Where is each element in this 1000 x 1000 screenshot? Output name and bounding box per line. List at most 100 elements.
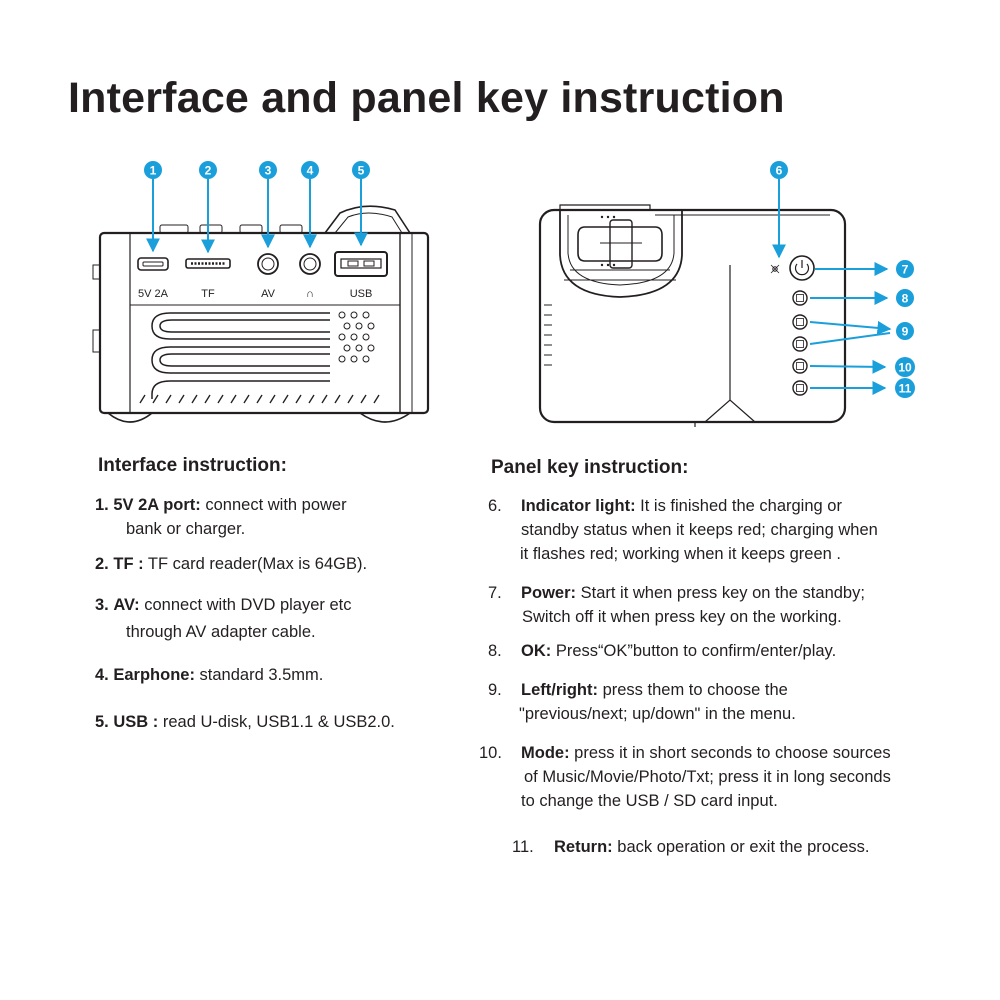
item-number: 8. bbox=[488, 642, 502, 660]
port-label-earphone: ∩ bbox=[306, 288, 314, 300]
callout-10: 10 bbox=[809, 357, 915, 377]
side-ports-diagram: 5V 2A TF AV ∩ USB 1 2 3 4 5 bbox=[92, 161, 430, 423]
item-text: back operation or exit the process. bbox=[617, 838, 870, 856]
vent-line bbox=[139, 394, 146, 404]
item-term: Return: bbox=[554, 838, 613, 856]
speaker-hole bbox=[343, 322, 351, 330]
callout-3: 3 bbox=[259, 161, 277, 249]
item-term: Earphone: bbox=[113, 666, 195, 684]
interface-item-2: 2. TF : TF card reader(Max is 64GB). bbox=[95, 552, 367, 576]
item-term: Mode: bbox=[521, 744, 570, 762]
speaker-hole bbox=[362, 355, 370, 363]
vent-slots bbox=[151, 312, 330, 399]
callout-11: 11 bbox=[810, 378, 915, 398]
callout-8: 8 bbox=[810, 289, 914, 307]
panel-item-8: 8.OK: Press“OK”button to confirm/enter/p… bbox=[488, 639, 836, 663]
vent-line bbox=[256, 394, 263, 404]
speaker-hole bbox=[343, 344, 351, 352]
callout-2: 2 bbox=[199, 161, 217, 254]
callout-number: 5 bbox=[358, 164, 365, 178]
panel-item-9: 9.Left/right: press them to choose the "… bbox=[488, 678, 796, 726]
item-term: Left/right: bbox=[521, 681, 598, 699]
item-term: Indicator light: bbox=[521, 497, 636, 515]
item-number: 4. bbox=[95, 666, 109, 684]
interface-heading: Interface instruction: bbox=[98, 455, 287, 476]
callout-number: 9 bbox=[902, 325, 909, 339]
vent-line bbox=[217, 394, 224, 404]
callout-number: 2 bbox=[205, 164, 212, 178]
item-term: OK: bbox=[521, 642, 552, 660]
port-label-5v2a: 5V 2A bbox=[138, 288, 169, 300]
item-number: 5. bbox=[95, 713, 109, 731]
callout-6: 6 bbox=[770, 161, 788, 259]
item-text: It is finished the charging or bbox=[640, 497, 842, 515]
speaker-hole bbox=[355, 344, 363, 352]
speaker-hole bbox=[355, 322, 363, 330]
item-number: 3. bbox=[95, 596, 109, 614]
callout-number: 6 bbox=[776, 164, 783, 178]
callout-4: 4 bbox=[301, 161, 319, 249]
item-text: bank or charger. bbox=[126, 520, 246, 538]
port-label-tf: TF bbox=[201, 288, 215, 300]
interface-item-3: 3. AV: connect with DVD player etc throu… bbox=[95, 593, 352, 644]
bottom-vents bbox=[139, 394, 380, 404]
panel-heading: Panel key instruction: bbox=[491, 457, 689, 478]
speaker-hole bbox=[362, 311, 370, 319]
item-number: 11. bbox=[512, 838, 534, 856]
vent-line bbox=[373, 394, 380, 404]
interface-item-1: 1. 5V 2A port: connect with power bank o… bbox=[95, 493, 347, 541]
callout-number: 3 bbox=[265, 164, 272, 178]
item-text: connect with power bbox=[205, 496, 347, 514]
interface-item-4: 4. Earphone: standard 3.5mm. bbox=[95, 663, 323, 687]
item-text: TF card reader(Max is 64GB). bbox=[147, 555, 368, 573]
panel-item-7: 7.Power: Start it when press key on the … bbox=[488, 581, 865, 629]
panel-item-6: 6. Indicator light: It is finished the ch… bbox=[488, 494, 878, 566]
callout-number: 10 bbox=[898, 361, 912, 375]
item-number: 2. bbox=[95, 555, 109, 573]
item-number: 1. bbox=[95, 496, 109, 514]
item-term: AV: bbox=[113, 596, 140, 614]
vent-line bbox=[282, 394, 289, 404]
item-term: USB : bbox=[113, 713, 159, 731]
left-button bbox=[792, 336, 808, 352]
page-title: Interface and panel key instruction bbox=[68, 74, 785, 122]
vent-line bbox=[295, 394, 302, 404]
port-label-usb: USB bbox=[350, 288, 373, 300]
callout-number: 1 bbox=[150, 164, 157, 178]
vent-line bbox=[347, 394, 354, 404]
panel-keys-diagram: 6 7 8 9 10 11 bbox=[538, 161, 915, 427]
speaker-hole bbox=[338, 333, 346, 341]
speaker-hole bbox=[362, 333, 370, 341]
vent-line bbox=[308, 394, 315, 404]
callout-number: 4 bbox=[307, 164, 314, 178]
item-text: to change the USB / SD card input. bbox=[521, 792, 778, 810]
item-text: through AV adapter cable. bbox=[126, 623, 316, 641]
return-button bbox=[792, 380, 808, 396]
speaker-hole bbox=[350, 311, 358, 319]
item-number: 7. bbox=[488, 584, 502, 602]
item-term: 5V 2A port: bbox=[113, 496, 201, 514]
projector-side-body bbox=[92, 205, 430, 423]
vent-line bbox=[178, 394, 185, 404]
vent-line bbox=[152, 394, 159, 404]
vent-line bbox=[269, 394, 276, 404]
power-button bbox=[789, 255, 815, 281]
callout-7: 7 bbox=[815, 260, 914, 278]
speaker-hole bbox=[338, 311, 346, 319]
item-text: press it in short seconds to choose sour… bbox=[574, 744, 891, 762]
callout-number: 11 bbox=[899, 382, 912, 396]
speaker-hole bbox=[367, 344, 375, 352]
port-label-av: AV bbox=[261, 288, 276, 300]
item-text: press them to choose the bbox=[602, 681, 788, 699]
projector-top-body bbox=[538, 204, 847, 427]
item-text: of Music/Movie/Photo/Txt; press it in lo… bbox=[524, 768, 891, 786]
item-term: TF : bbox=[113, 555, 144, 573]
callout-number: 7 bbox=[902, 263, 909, 277]
vent-line bbox=[165, 394, 172, 404]
vent-line bbox=[191, 394, 198, 404]
item-number: 9. bbox=[488, 681, 502, 699]
item-text: Start it when press key on the standby; bbox=[580, 584, 865, 602]
callout-9: 9 bbox=[809, 320, 914, 345]
speaker-hole bbox=[367, 322, 375, 330]
item-number: 6. bbox=[488, 497, 502, 515]
